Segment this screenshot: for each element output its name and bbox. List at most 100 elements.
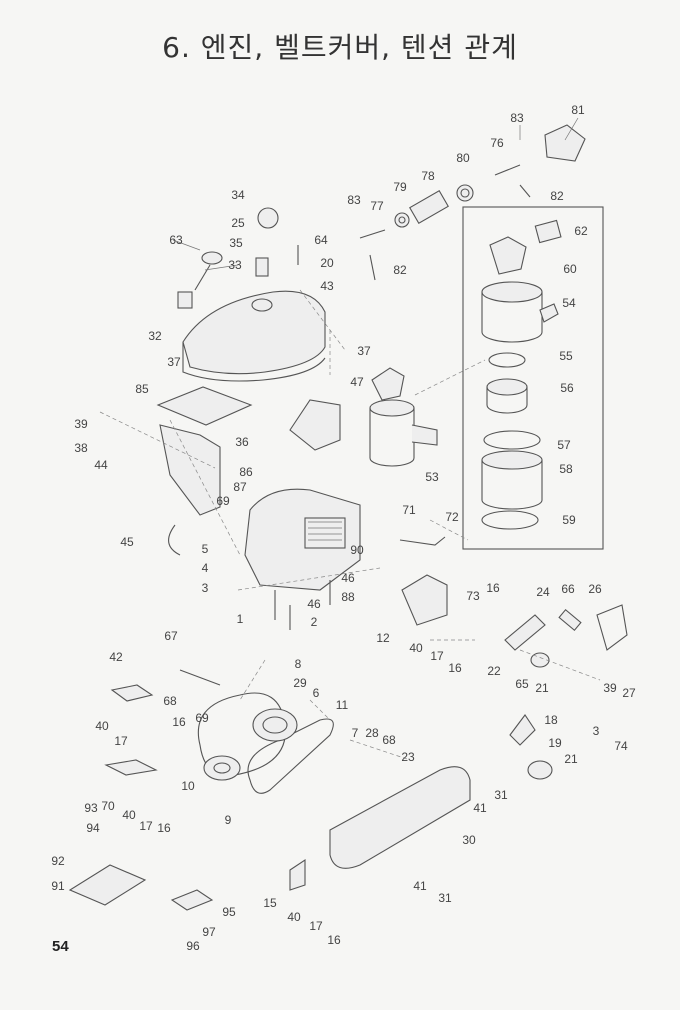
page-number: 54 bbox=[52, 938, 69, 955]
part-label: 45 bbox=[120, 535, 134, 549]
part-label: 55 bbox=[559, 349, 573, 363]
belt-cover bbox=[329, 608, 582, 869]
part-label: 40 bbox=[122, 808, 136, 822]
part-label: 77 bbox=[370, 199, 384, 213]
part-label: 78 bbox=[421, 169, 435, 183]
part-label: 95 bbox=[222, 905, 236, 919]
part-label: 17 bbox=[430, 649, 444, 663]
part-label: 90 bbox=[350, 543, 364, 557]
belts-pulleys bbox=[179, 669, 334, 794]
part-label: 35 bbox=[229, 236, 243, 250]
part-label: 66 bbox=[561, 582, 575, 596]
part-label: 39 bbox=[74, 417, 88, 431]
part-label: 42 bbox=[109, 650, 123, 664]
part-label: 44 bbox=[94, 458, 108, 472]
part-label: 1 bbox=[237, 612, 244, 626]
part-label: 24 bbox=[536, 585, 550, 599]
page-title: 6. 엔진, 벨트커버, 텐션 관계 bbox=[162, 31, 518, 64]
part-label: 33 bbox=[228, 258, 242, 272]
part-label: 41 bbox=[473, 801, 487, 815]
part-label: 67 bbox=[164, 629, 178, 643]
part-label: 65 bbox=[515, 677, 529, 691]
part-label: 69 bbox=[216, 494, 230, 508]
part-label: 64 bbox=[314, 233, 328, 247]
part-label: 11 bbox=[336, 698, 349, 712]
part-label: 59 bbox=[562, 513, 576, 527]
part-label: 3 bbox=[202, 581, 209, 595]
part-label: 76 bbox=[490, 136, 504, 150]
part-label: 47 bbox=[350, 375, 364, 389]
air-cleaner-group-frame bbox=[462, 206, 604, 550]
part-label: 9 bbox=[225, 813, 232, 827]
part-label: 74 bbox=[614, 739, 628, 753]
part-label: 21 bbox=[564, 752, 578, 766]
part-label: 27 bbox=[622, 686, 636, 700]
part-label: 88 bbox=[341, 590, 355, 604]
part-label: 16 bbox=[172, 715, 186, 729]
part-label: 60 bbox=[563, 262, 577, 276]
part-label: 10 bbox=[181, 779, 195, 793]
part-label: 73 bbox=[466, 589, 480, 603]
part-label: 30 bbox=[462, 833, 476, 847]
brackets bbox=[68, 386, 628, 911]
part-label: 16 bbox=[486, 581, 500, 595]
part-label: 81 bbox=[571, 103, 585, 117]
part-label: 15 bbox=[263, 896, 277, 910]
part-label: 31 bbox=[494, 788, 508, 802]
part-label: 41 bbox=[413, 879, 427, 893]
part-label: 87 bbox=[233, 480, 247, 494]
part-label: 58 bbox=[559, 462, 573, 476]
part-label: 16 bbox=[448, 661, 462, 675]
part-label: 32 bbox=[148, 329, 162, 343]
fuel-tank bbox=[177, 207, 326, 382]
part-label: 72 bbox=[445, 510, 459, 524]
part-label: 53 bbox=[425, 470, 439, 484]
part-label: 71 bbox=[402, 503, 416, 517]
part-label: 82 bbox=[550, 189, 564, 203]
part-label: 40 bbox=[95, 719, 109, 733]
part-label: 37 bbox=[167, 355, 181, 369]
part-label: 38 bbox=[74, 441, 88, 455]
part-label: 16 bbox=[327, 933, 341, 947]
engine bbox=[244, 488, 361, 630]
part-label: 82 bbox=[393, 263, 407, 277]
part-label: 86 bbox=[239, 465, 253, 479]
part-label: 21 bbox=[535, 681, 549, 695]
part-label: 70 bbox=[101, 799, 115, 813]
part-labels: 83 81 76 82 80 79 78 83 77 34 25 35 64 6… bbox=[51, 103, 636, 953]
part-label: 57 bbox=[557, 438, 571, 452]
part-label: 17 bbox=[309, 919, 323, 933]
part-label: 68 bbox=[382, 733, 396, 747]
part-label: 18 bbox=[544, 713, 558, 727]
part-label: 29 bbox=[293, 676, 307, 690]
part-label: 62 bbox=[574, 224, 588, 238]
part-label: 26 bbox=[588, 582, 602, 596]
part-label: 31 bbox=[438, 891, 452, 905]
part-label: 34 bbox=[231, 188, 245, 202]
hose-clamp-parts bbox=[359, 124, 586, 281]
part-label: 83 bbox=[510, 111, 524, 125]
air-cleaner-parts bbox=[369, 219, 562, 530]
part-label: 93 bbox=[84, 801, 98, 815]
part-label: 96 bbox=[186, 939, 200, 953]
part-label: 2 bbox=[311, 615, 318, 629]
part-label: 40 bbox=[287, 910, 301, 924]
part-label: 36 bbox=[235, 435, 249, 449]
part-label: 17 bbox=[139, 819, 153, 833]
part-label: 68 bbox=[163, 694, 177, 708]
part-label: 63 bbox=[169, 233, 183, 247]
part-label: 7 bbox=[352, 726, 359, 740]
part-label: 37 bbox=[357, 344, 371, 358]
part-label: 40 bbox=[409, 641, 423, 655]
part-label: 83 bbox=[347, 193, 361, 207]
part-label: 16 bbox=[157, 821, 171, 835]
part-label: 56 bbox=[560, 381, 574, 395]
part-label: 17 bbox=[114, 734, 128, 748]
part-label: 22 bbox=[487, 664, 501, 678]
part-label: 92 bbox=[51, 854, 65, 868]
part-label: 39 bbox=[603, 681, 617, 695]
part-label: 25 bbox=[231, 216, 245, 230]
part-label: 6 bbox=[313, 686, 320, 700]
